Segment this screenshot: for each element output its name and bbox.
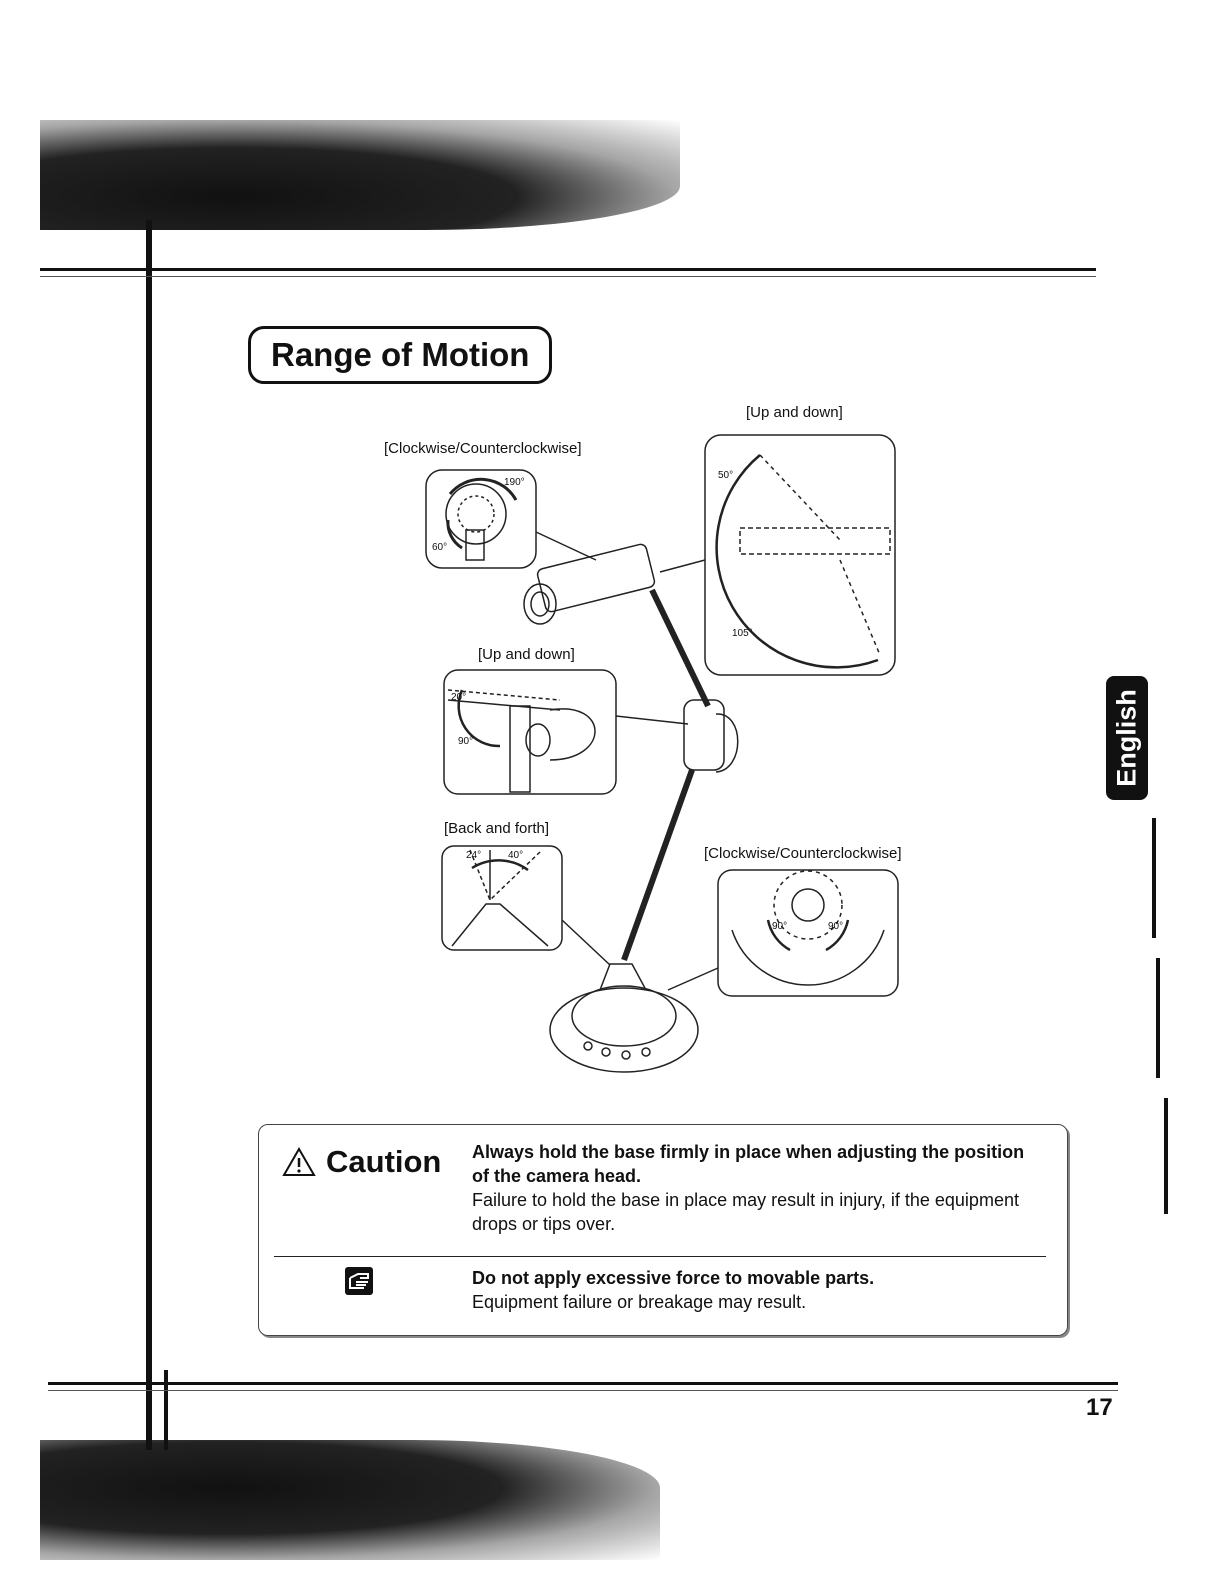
label-cw-ccw-base: [Clockwise/Counterclockwise] [704,845,902,862]
scan-shadow-top [40,120,680,230]
footer-rule-thin [48,1390,1118,1391]
label-up-down-mid: [Up and down] [478,646,575,663]
page-number: 17 [1086,1394,1113,1421]
caution-box [258,1124,1068,1336]
angle-arm-down: 90° [458,736,474,747]
header-rule [40,268,1096,271]
language-tab-label: English [1111,689,1142,787]
angle-head-rotate-ccw: 60° [432,542,448,553]
binding-line-lower [164,1370,168,1450]
footer-rule [48,1382,1118,1385]
warning-triangle-icon [282,1147,316,1176]
caution-item-1-text: Failure to hold the base in place may re… [472,1190,1019,1234]
edge-mark [1156,958,1160,1078]
angle-head-tilt-up: 50° [718,470,734,481]
angle-arm-up: 20° [451,692,467,703]
angle-tilt-back: 24° [466,850,482,861]
edge-mark [1152,818,1156,938]
angle-base-right: 90° [828,921,844,932]
caution-item-2: Do not apply excessive force to movable … [472,1266,1032,1314]
label-up-down-top: [Up and down] [746,404,843,421]
angle-head-rotate-cw: 190° [504,477,525,488]
angle-tilt-forth: 40° [508,850,524,861]
memo-hand-icon [345,1267,373,1295]
caution-heading: Caution [282,1144,441,1180]
label-cw-ccw-top: [Clockwise/Counterclockwise] [384,440,582,457]
caution-heading-text: Caution [326,1144,442,1179]
label-back-forth: [Back and forth] [444,820,550,837]
caution-divider [274,1256,1046,1257]
angle-base-left: 90° [772,921,788,932]
scan-shadow-bottom [40,1440,660,1560]
caution-item-1-title: Always hold the base firmly in place whe… [472,1142,1025,1186]
section-title: Range of Motion [248,326,553,384]
caution-item-2-title: Do not apply excessive force to movable … [472,1268,875,1288]
caution-item-2-text: Equipment failure or breakage may result… [472,1292,807,1312]
angle-head-tilt-down: 105° [732,628,753,639]
caution-item-1: Always hold the base firmly in place whe… [472,1140,1032,1236]
edge-mark [1164,1098,1168,1214]
language-tab: English [1106,676,1148,800]
binding-line [146,220,152,1450]
header-rule-thin [40,276,1096,277]
